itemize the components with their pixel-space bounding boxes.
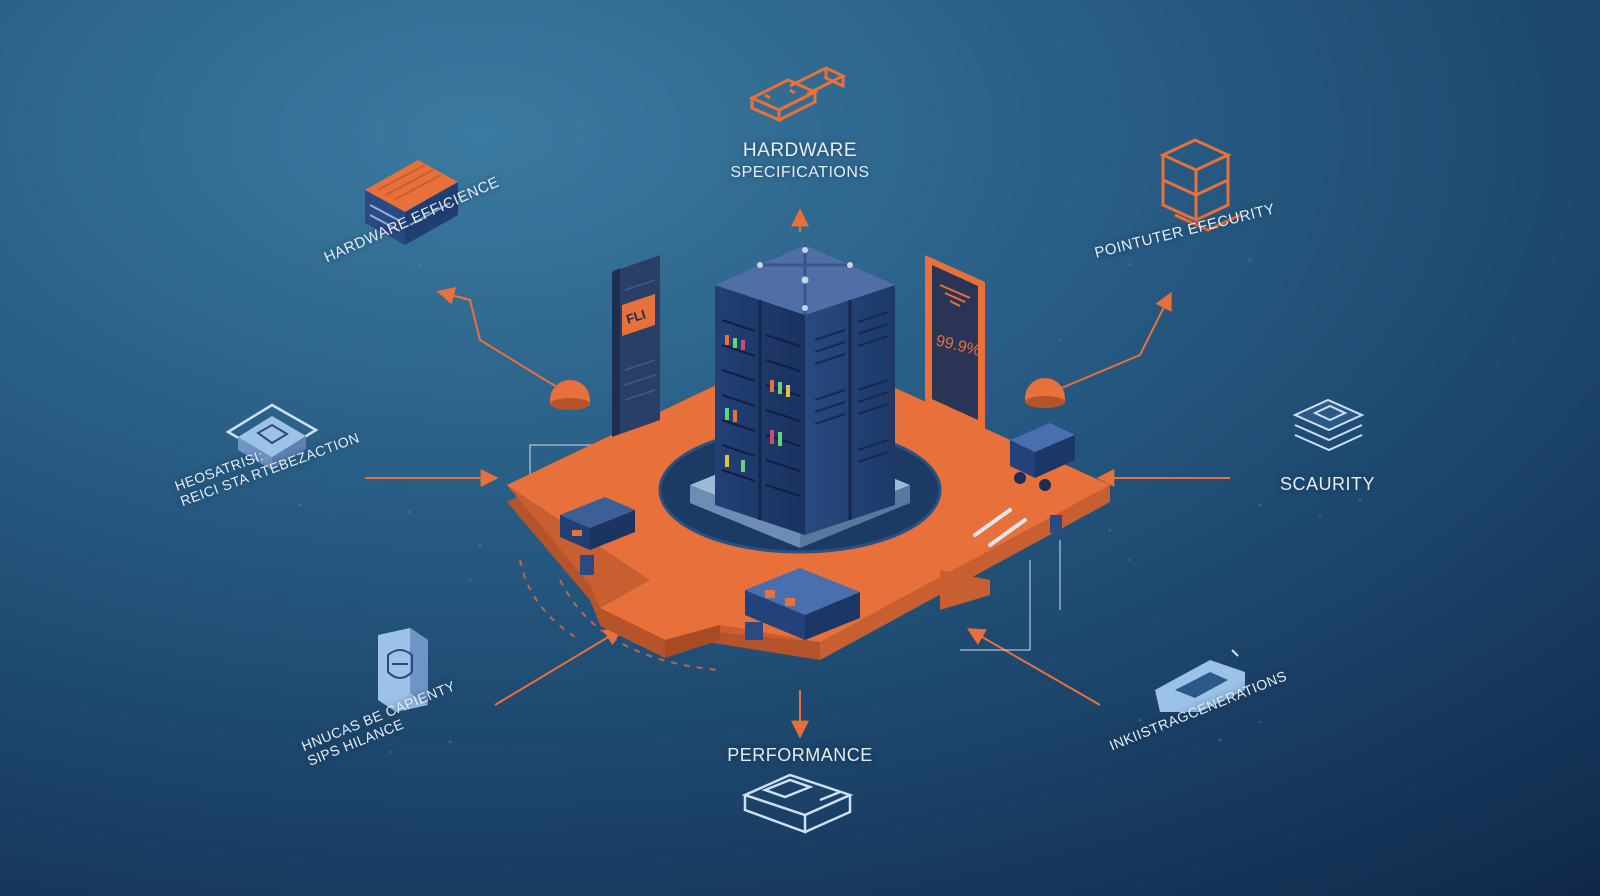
platform-device-right — [1010, 423, 1075, 533]
arrow-bottom-left — [494, 628, 624, 706]
platform-device-bottom — [745, 568, 860, 640]
scaurity-label: SCAURITY — [1280, 474, 1376, 494]
performance-label: PERFORMANCE — [727, 745, 873, 765]
server-rack-tower — [715, 245, 895, 535]
hardware-specifications-line2: SPECIFICATIONS — [730, 164, 870, 181]
arrow-bottom-right — [966, 628, 1101, 706]
stacked-boards-icon — [748, 66, 847, 123]
right-display-panel — [925, 255, 985, 430]
server-tray-icon — [365, 160, 458, 245]
hardware-specifications-line1: HARDWARE — [742, 140, 858, 161]
platform-device-left — [560, 497, 635, 575]
left-server-panel — [612, 255, 660, 437]
document-shield-icon — [378, 628, 428, 712]
hardware-specifications-label: HARDWARE SPECIFICATIONS — [700, 140, 900, 182]
orange-cube-icon — [1159, 138, 1241, 232]
rack-outline-icon — [741, 773, 854, 834]
arrow-to-pointuter-efecurity — [1044, 291, 1172, 396]
layered-chip-icon — [1292, 398, 1365, 452]
platform-tools — [973, 508, 1027, 547]
connector-arrows — [365, 208, 1230, 739]
connector-bracket-icon — [1155, 649, 1245, 712]
scatter-dots — [298, 248, 1362, 754]
panel-flag-text: FLI — [624, 307, 647, 327]
chip-card-icon — [225, 403, 319, 470]
arrow-to-hardware-efficience — [436, 287, 566, 393]
orange-domes — [550, 378, 1065, 410]
dashed-accents — [519, 559, 721, 671]
